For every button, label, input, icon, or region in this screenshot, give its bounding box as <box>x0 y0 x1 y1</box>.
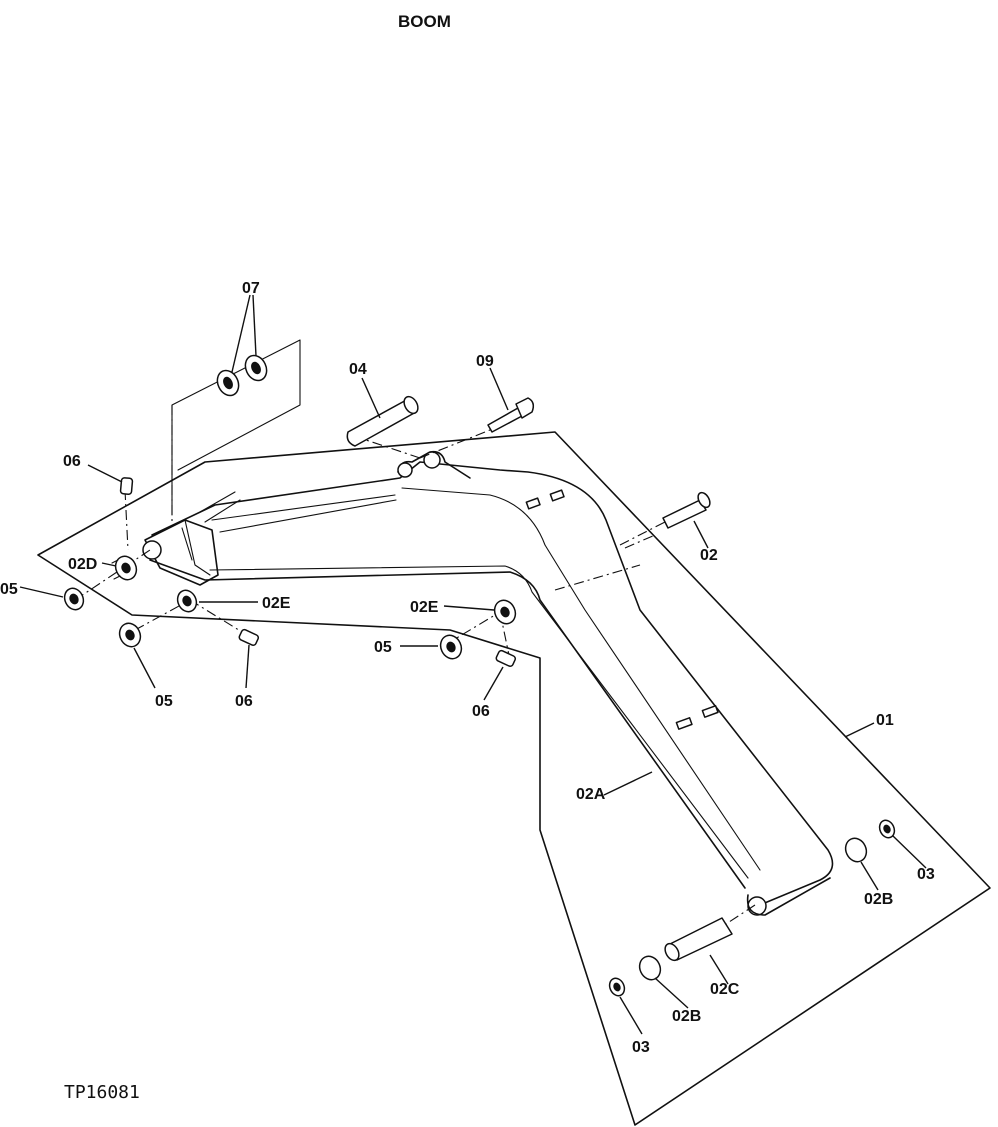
assembly-frame-outline <box>37 431 991 1126</box>
part-05-seal-right <box>439 634 463 660</box>
part-02b-bushing-right <box>844 837 868 863</box>
part-06-pin-right <box>495 649 517 668</box>
callout-03-right: 03 <box>917 866 935 883</box>
callout-04: 04 <box>349 361 367 378</box>
part-06-pin-top <box>119 477 134 495</box>
boom-body <box>142 450 834 916</box>
callout-03-left: 03 <box>632 1039 650 1056</box>
callout-05-lower: 05 <box>155 693 173 710</box>
callout-02a: 02A <box>576 786 606 803</box>
callout-07: 07 <box>242 280 260 297</box>
part-05-seal-left <box>63 587 85 611</box>
part-05-seal-lower <box>118 622 142 648</box>
part-04-pin <box>346 395 419 447</box>
part-07-shims <box>216 354 268 397</box>
part-03-washer-right <box>878 819 896 839</box>
callout-05-left: 05 <box>0 581 18 598</box>
callout-02b-left: 02B <box>672 1008 701 1025</box>
callout-06-top: 06 <box>63 453 81 470</box>
part-03-washer-left <box>608 977 626 997</box>
callout-labels: 07 04 09 06 02D 05 02E 05 06 02E 05 06 0… <box>0 280 935 1056</box>
bracket-lines-07 <box>171 339 301 516</box>
callout-02: 02 <box>700 547 718 564</box>
callout-02e-left: 02E <box>262 595 291 612</box>
callout-06-middle: 06 <box>235 693 253 710</box>
center-lines <box>74 405 756 929</box>
part-09-bolt <box>487 397 535 433</box>
figure-id: TP16081 <box>64 1082 140 1103</box>
part-02-pin <box>662 491 711 529</box>
leader-lines <box>19 294 927 1035</box>
callout-05-right: 05 <box>374 639 392 656</box>
callout-06-right: 06 <box>472 703 490 720</box>
part-02b-bushing-left <box>638 955 662 981</box>
part-02d-bushing <box>111 555 138 581</box>
callout-02e-right: 02E <box>410 599 439 616</box>
part-06-pin-middle <box>238 628 260 647</box>
part-02e-bushing-left <box>176 589 198 613</box>
callout-09: 09 <box>476 353 494 370</box>
part-02e-bushing-right <box>493 599 517 625</box>
callout-02d: 02D <box>68 556 97 573</box>
callout-02c: 02C <box>710 981 740 998</box>
diagram-title: BOOM <box>398 12 451 31</box>
part-02c-pin <box>664 917 733 962</box>
callout-01: 01 <box>876 712 894 729</box>
callout-02b-right: 02B <box>864 891 893 908</box>
